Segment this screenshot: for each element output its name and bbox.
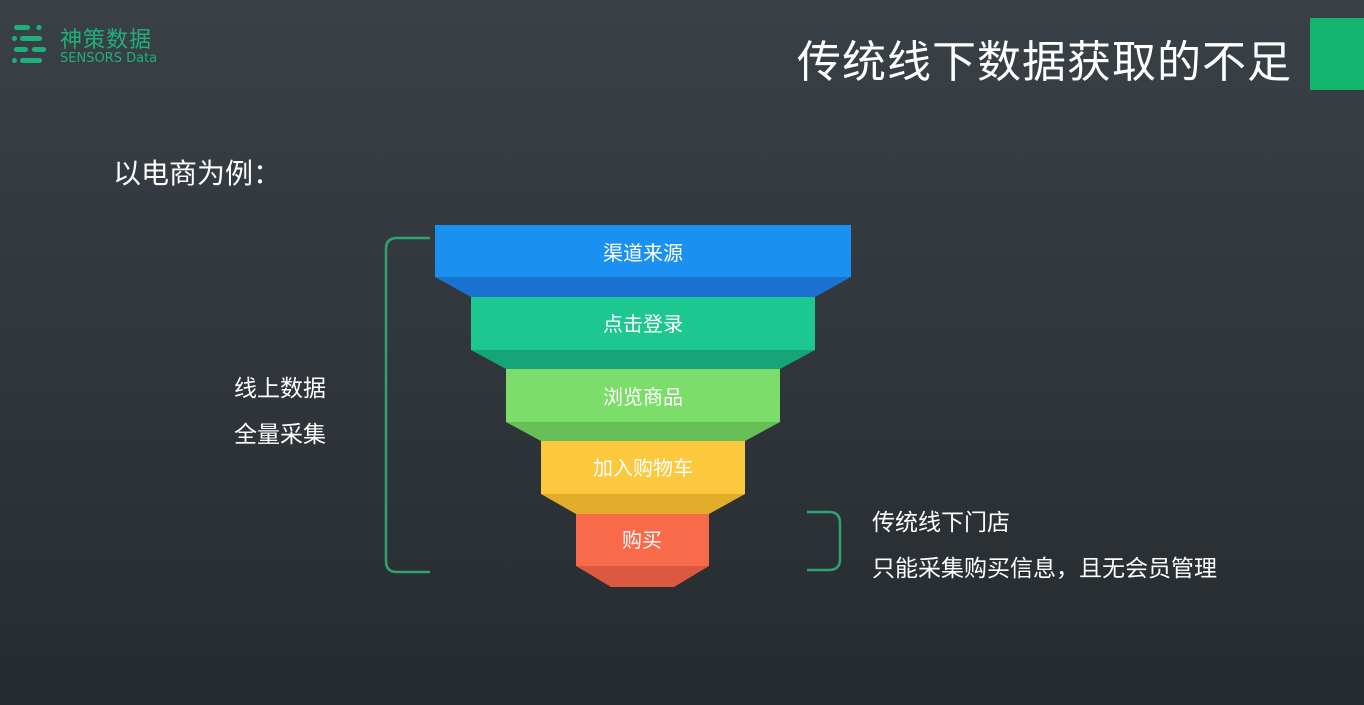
online-note: 线上数据 全量采集 — [234, 366, 326, 458]
online-bracket — [384, 236, 430, 574]
funnel-stage-5-shade — [576, 566, 709, 587]
logo: 神策数据 SENSORS Data — [12, 20, 182, 72]
title-accent-bar — [1310, 18, 1364, 90]
funnel-stage-5-label: 购买 — [622, 528, 662, 552]
offline-note: 传统线下门店 只能采集购买信息，且无会员管理 — [872, 500, 1217, 592]
funnel-stage-1-label: 渠道来源 — [603, 241, 683, 265]
online-note-line-2: 全量采集 — [234, 422, 326, 448]
logo-mark-icon — [12, 24, 46, 63]
subtitle: 以电商为例： — [113, 157, 282, 190]
funnel-stage-4-label: 加入购物车 — [593, 456, 693, 480]
funnel-stage-4[interactable] — [541, 441, 745, 494]
online-note-line-1: 线上数据 — [234, 376, 326, 402]
page-title: 传统线下数据获取的不足 — [797, 37, 1292, 88]
funnel-stage-2-label: 点击登录 — [603, 312, 683, 336]
funnel-stage-1[interactable] — [435, 225, 851, 277]
logo-name-en: SENSORS Data — [60, 51, 158, 66]
funnel-stage-3-shade — [506, 422, 780, 441]
funnel-stage-1-shade — [435, 277, 851, 297]
offline-note-line-1: 传统线下门店 — [872, 510, 1010, 536]
funnel-stage-4-shade — [541, 494, 745, 514]
funnel-stage-5[interactable] — [576, 514, 709, 566]
funnel-stage-3-label: 浏览商品 — [603, 385, 683, 409]
funnel-stage-2-shade — [471, 350, 815, 369]
offline-bracket — [807, 510, 842, 572]
funnel-stage-3[interactable] — [506, 369, 780, 422]
logo-name-cn: 神策数据 — [60, 28, 153, 53]
offline-note-line-2: 只能采集购买信息，且无会员管理 — [872, 556, 1217, 582]
funnel-stage-2[interactable] — [471, 297, 815, 350]
